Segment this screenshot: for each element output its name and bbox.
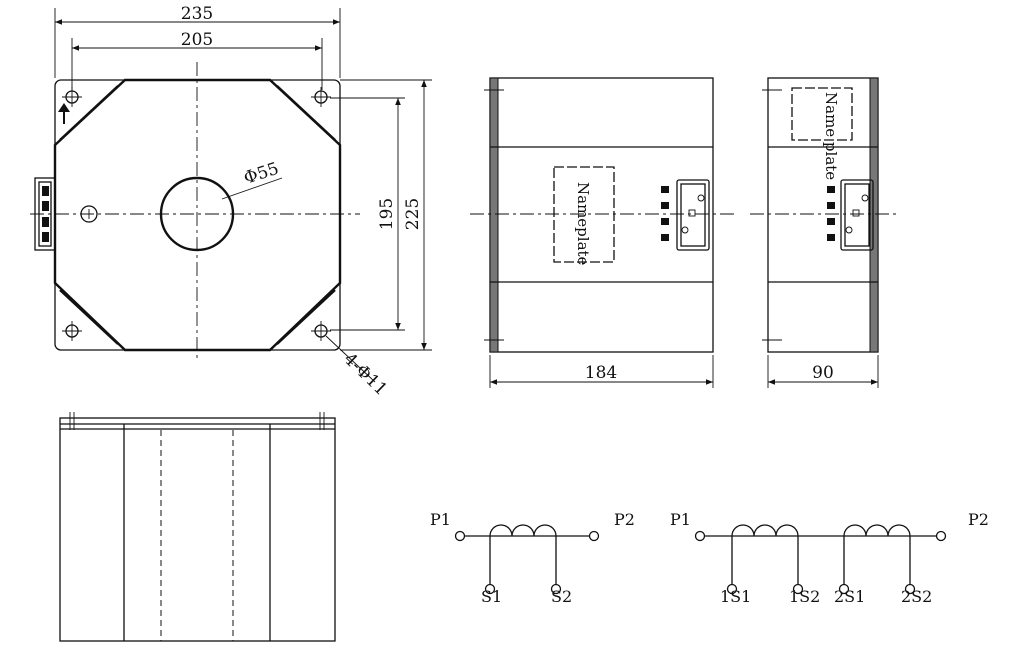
dimension-width-inner: 205 [181, 30, 213, 50]
label-2s2: 2S2 [901, 587, 932, 606]
terminal-2s2 [904, 583, 916, 595]
mount-hole [311, 87, 331, 107]
terminal-p2 [588, 530, 600, 542]
mount-hole [311, 321, 331, 341]
label-s2: S2 [551, 587, 572, 606]
terminal-screw [861, 194, 869, 202]
terminal-block [42, 186, 49, 196]
chamfer-line [59, 85, 119, 141]
nameplate-box [791, 87, 853, 141]
terminal-inner [38, 181, 52, 247]
terminal-p2 [935, 530, 947, 542]
terminal-2s1 [838, 583, 850, 595]
side-terminal-inner [680, 183, 706, 247]
terminal-1s2 [792, 583, 804, 595]
ground-screw-icon [80, 205, 98, 223]
front-view: 235 205 225 195 [30, 4, 432, 400]
terminal-block [42, 217, 49, 227]
secondary-winding-1 [731, 524, 799, 537]
side-body-outline [489, 77, 714, 353]
schematic-single: P1 P2 S1 S2 [430, 510, 635, 606]
dimension-width-outer: 235 [181, 4, 213, 24]
side-terminal-box [676, 179, 710, 251]
vent-slot [827, 202, 835, 209]
vent-slot [661, 234, 669, 241]
up-arrow-icon [58, 103, 70, 124]
terminal-s2 [550, 583, 562, 595]
vent-slot [827, 186, 835, 193]
nameplate-box [553, 166, 615, 263]
front-octagon [53, 78, 342, 352]
end-terminal-inner [844, 183, 870, 247]
terminal-screw [845, 226, 853, 234]
terminal-block [42, 232, 49, 242]
side-view: Nameplate 184 [470, 77, 735, 388]
bottom-view [59, 412, 336, 642]
terminal-screw [681, 226, 689, 234]
terminal-p1 [454, 530, 466, 542]
terminal-s1 [484, 583, 496, 595]
leader-line [221, 177, 283, 200]
terminal-screw [852, 209, 860, 217]
side-flange [489, 77, 499, 353]
vent-slot [661, 218, 669, 225]
vent-slot [827, 218, 835, 225]
label-p2: P2 [614, 510, 635, 529]
chamfer-line [59, 289, 119, 345]
label-p1: P1 [670, 510, 691, 529]
dimension-height-inner: 195 [377, 198, 397, 230]
nameplate-label: Nameplate [574, 182, 592, 266]
secondary-winding [489, 524, 557, 537]
terminal-block [42, 201, 49, 211]
schematic-dual: P1 P2 1S1 1S2 2S1 2S2 [670, 510, 989, 606]
label-p1: P1 [430, 510, 451, 529]
vent-slot [661, 202, 669, 209]
label-1s2: 1S2 [789, 587, 820, 606]
chamfer-line [276, 85, 336, 141]
label-s1: S1 [481, 587, 502, 606]
dimension-depth-side: 184 [585, 363, 617, 383]
label-p2: P2 [968, 510, 989, 529]
dimension-height-outer: 225 [403, 198, 423, 230]
secondary-winding-2 [843, 524, 911, 537]
bottom-body-outline [59, 417, 336, 642]
label-2s1: 2S1 [834, 587, 865, 606]
terminal-box [34, 177, 56, 251]
mount-hole [62, 87, 82, 107]
end-terminal-box [840, 179, 874, 251]
vent-slot [827, 234, 835, 241]
mount-hole [62, 321, 82, 341]
dimension-depth-end: 90 [812, 363, 834, 383]
nameplate-label: Name plate [822, 92, 840, 180]
terminal-housing [34, 177, 56, 251]
end-view: Name plate 90 [750, 77, 900, 388]
end-flange [869, 77, 879, 353]
vent-slot [661, 186, 669, 193]
dimension-hole-diameter: Φ55 [241, 159, 281, 189]
label-1s1: 1S1 [720, 587, 751, 606]
chamfer-line [276, 289, 336, 345]
leader-line [325, 335, 376, 383]
center-hole [159, 176, 235, 252]
terminal-screw [697, 194, 705, 202]
terminal-1s1 [726, 583, 738, 595]
dimension-mount-holes: 4-Φ11 [340, 349, 391, 400]
terminal-screw [688, 209, 696, 217]
front-body-outline [54, 79, 341, 351]
terminal-p1 [694, 530, 706, 542]
